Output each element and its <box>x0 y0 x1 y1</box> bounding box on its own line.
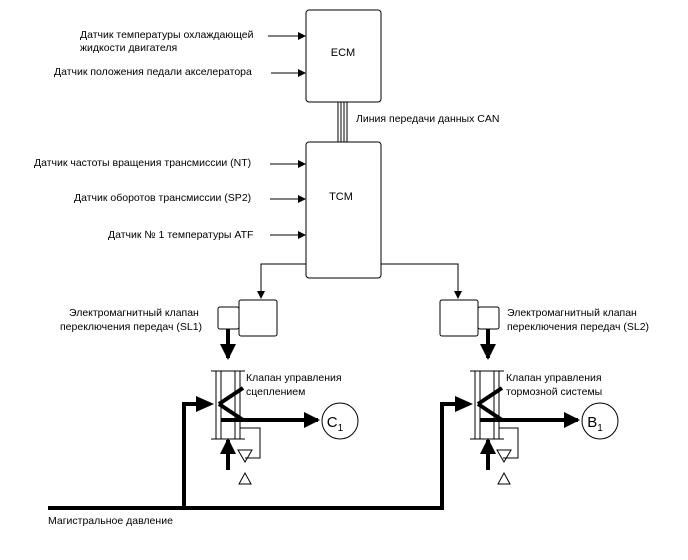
brake-inlet-arrowhead <box>455 396 473 412</box>
brake-control-valve <box>470 370 504 440</box>
tcm-input-atf-label: Датчик № 1 температуры ATF <box>108 229 253 241</box>
can-bus-label: Линия передачи данных CAN <box>356 113 499 125</box>
can-bus-line <box>337 102 348 142</box>
brake-valve-label-2: тормозной системы <box>506 386 602 398</box>
ecm-label: ECM <box>331 47 355 59</box>
tcm-input-nt-label: Датчик частоты вращения трансмиссии (NT) <box>34 157 251 169</box>
tcm-to-sl1-wire <box>257 263 306 299</box>
brake-drain-up-triangle <box>497 471 511 485</box>
sl2-label-2: переключения передач (SL2) <box>507 321 649 333</box>
b1-brake-circle <box>581 402 619 440</box>
sl1-solenoid <box>217 299 278 337</box>
tcm-to-sl2-wire <box>381 263 462 299</box>
sl2-label-1: Электромагнитный клапан <box>507 307 637 319</box>
clutch-valve-label-2: сцеплением <box>246 386 305 398</box>
line-pressure-main <box>48 402 455 510</box>
clutch-feedback-line <box>240 427 261 459</box>
line-pressure-to-clutch <box>182 402 197 508</box>
sl1-label-1: Электромагнитный клапан <box>69 307 199 319</box>
ecm-input-coolant-label-2: жидкости двигателя <box>80 42 177 54</box>
tcm-label: TCM <box>329 191 353 203</box>
c1-label: C1 <box>327 414 344 434</box>
brake-valve-label-1: Клапан управления <box>506 372 602 384</box>
sl1-label-2: переключения передач (SL1) <box>60 321 202 333</box>
clutch-valve-label-1: Клапан управления <box>246 372 342 384</box>
line-pressure-label: Магистральное давление <box>48 515 173 527</box>
brake-drain-down-triangle <box>496 449 512 463</box>
ecm-input-coolant-label-1: Датчик температуры охлаждающей <box>80 29 254 41</box>
clutch-drain-down-triangle <box>237 449 253 463</box>
clutch-drain-up-triangle <box>238 471 252 485</box>
brake-feedback-line <box>499 427 519 459</box>
sl2-solenoid <box>439 299 500 337</box>
ecm-input-pedal-label: Датчик положения педали акселератора <box>54 66 252 78</box>
tcm-box <box>305 141 382 279</box>
b1-label: B1 <box>587 414 603 434</box>
c1-clutch-circle <box>321 402 359 440</box>
tcm-input-sp2-label: Датчик оборотов трансмиссии (SP2) <box>74 192 251 204</box>
clutch-control-valve <box>211 370 245 440</box>
clutch-inlet-arrowhead <box>196 396 214 412</box>
